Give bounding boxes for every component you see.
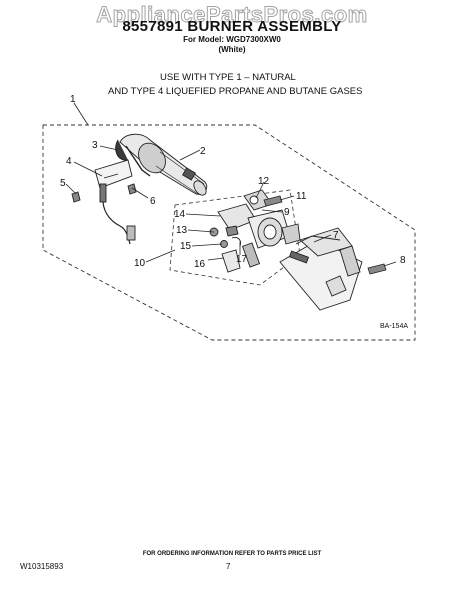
- usage-line-2: AND TYPE 4 LIQUEFIED PROPANE AND BUTANE …: [108, 86, 363, 97]
- document-number: W10315893: [20, 562, 64, 571]
- page-number: 7: [226, 562, 231, 571]
- callout-10: 10: [134, 258, 146, 269]
- callout-12: 12: [258, 176, 270, 187]
- callout-17: 17: [236, 254, 248, 265]
- callout-3: 3: [92, 140, 98, 151]
- callout-5: 5: [60, 178, 66, 189]
- color-line: (White): [218, 45, 246, 54]
- watermark: AppliancePartsPros.com: [96, 2, 368, 28]
- burner-tube: [115, 133, 208, 196]
- callout-1: 1: [70, 94, 76, 105]
- callout-8: 8: [400, 255, 406, 266]
- page-title: 8557891 BURNER ASSEMBLY: [122, 18, 342, 35]
- screw-8: [367, 263, 387, 275]
- callout-6: 6: [150, 196, 156, 207]
- callout-2: 2: [200, 146, 206, 157]
- callout-4: 4: [66, 156, 72, 167]
- valve-subassembly-boundary: [169, 189, 301, 286]
- screw-11: [263, 195, 283, 207]
- callout-9: 9: [284, 207, 290, 218]
- callout-7: 7: [333, 230, 339, 241]
- ordering-note: FOR ORDERING INFORMATION REFER TO PARTS …: [142, 551, 322, 557]
- gas-valve: [209, 189, 301, 273]
- usage-line-1: USE WITH TYPE 1 – NATURAL: [160, 72, 296, 83]
- mounting-bracket: [279, 227, 363, 311]
- figure-code: BA-154A: [380, 323, 408, 330]
- callout-14: 14: [174, 209, 186, 220]
- callout-13: 13: [176, 225, 188, 236]
- assembly-boundary: [42, 124, 416, 341]
- callout-leaders: [65, 102, 397, 267]
- model-line: For Model: WGD7300XW0: [183, 35, 281, 44]
- callout-15: 15: [180, 241, 192, 252]
- callout-11: 11: [296, 191, 307, 202]
- callout-16: 16: [194, 259, 206, 270]
- igniter-assembly: [71, 159, 137, 245]
